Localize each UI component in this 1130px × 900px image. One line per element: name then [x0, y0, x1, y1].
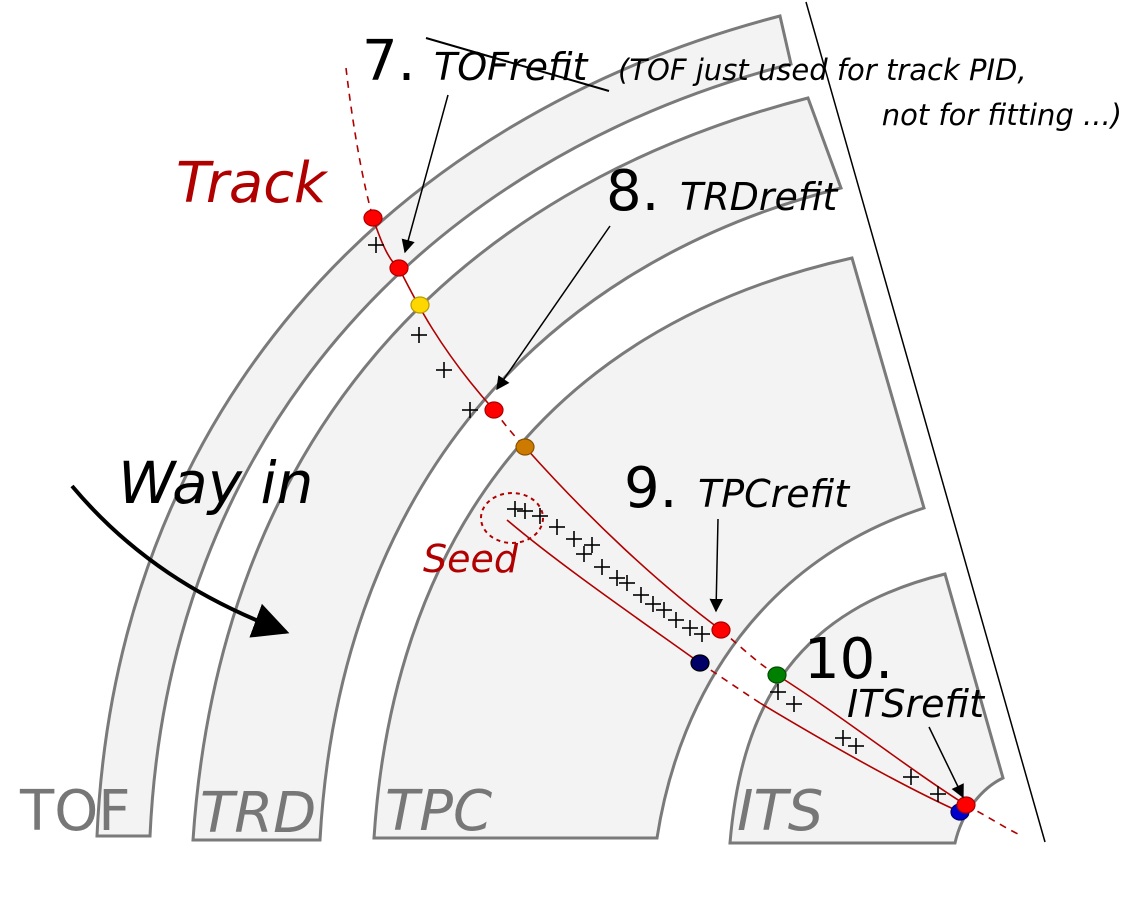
trd-detector	[191, 96, 843, 842]
seed-label: Seed	[423, 537, 519, 581]
cluster-marker	[656, 602, 672, 618]
track-trajectory-its	[776, 674, 967, 806]
cluster-marker	[368, 237, 384, 253]
track-trajectory-outer	[372, 217, 495, 411]
cluster-marker	[584, 537, 600, 553]
sector-boundary-line	[805, 1, 1046, 843]
cluster-marker	[411, 327, 427, 343]
step-10-label: ITSrefit	[847, 682, 986, 726]
strike-through-line	[425, 37, 610, 92]
cluster-marker	[645, 596, 661, 612]
hit-point-tpc-inner	[711, 621, 731, 639]
cluster-marker	[903, 769, 919, 785]
tof-detector	[95, 14, 793, 838]
step-7-note-line1: (TOF just used for track PID,	[618, 53, 1027, 87]
cluster-markers	[368, 237, 946, 802]
step-7-number: 7.	[362, 29, 415, 94]
cluster-marker	[835, 730, 851, 746]
seed-track-inward	[506, 519, 701, 664]
hit-point-its-inner	[956, 796, 976, 814]
step-8-number: 8.	[606, 159, 659, 224]
track-trajectory-tpc	[524, 446, 722, 631]
track-label: Track	[176, 151, 329, 216]
cluster-marker	[549, 519, 565, 535]
cluster-marker	[507, 501, 523, 517]
way-in-label: Way in	[118, 449, 313, 517]
tof-label: TOF	[19, 779, 131, 844]
hit-point-tof-outer	[363, 209, 383, 227]
cluster-marker	[517, 503, 533, 519]
cluster-marker	[576, 546, 592, 562]
cluster-marker	[462, 402, 478, 418]
step-7-label: TOFrefit	[434, 45, 590, 89]
cluster-marker	[436, 362, 452, 378]
hit-point-tpc-outer	[515, 438, 535, 456]
cluster-marker	[633, 587, 649, 603]
tpc-detector	[372, 256, 926, 840]
trd-label: TRD	[200, 781, 316, 846]
step-9-number: 9.	[624, 456, 677, 521]
cluster-marker	[770, 684, 786, 700]
step-7-note-line2: not for fitting ...)	[882, 98, 1122, 132]
step-8-label: TRDrefit	[680, 175, 839, 219]
hit-point-tof-inner	[389, 259, 409, 277]
step-10-pointer-arrow	[928, 726, 964, 799]
step-10-number: 10.	[804, 627, 893, 692]
cluster-marker	[594, 559, 610, 575]
step-9-label: TPCrefit	[698, 472, 851, 516]
seed-track-its	[759, 702, 961, 813]
hit-point-trd-inner	[484, 401, 504, 419]
step-9-pointer-arrow	[709, 518, 724, 613]
cluster-marker	[930, 786, 946, 802]
cluster-marker	[668, 612, 684, 628]
seed-circle	[480, 492, 544, 544]
cluster-marker	[619, 575, 635, 591]
cluster-marker	[786, 696, 802, 712]
hit-point-its-outer	[767, 666, 787, 684]
step-8-pointer-arrow	[496, 225, 611, 391]
tpc-label: TPC	[385, 779, 492, 844]
hit-point-seed-tpc-inner	[690, 654, 710, 672]
track-extrapolation-top	[345, 67, 374, 219]
cluster-marker	[609, 570, 625, 586]
step-7-pointer-arrow	[401, 94, 449, 254]
its-label: ITS	[737, 779, 823, 844]
hit-point-trd-outer	[410, 296, 430, 314]
cluster-marker	[566, 531, 582, 547]
cluster-marker	[532, 508, 548, 524]
cluster-marker	[848, 738, 864, 754]
cluster-marker	[694, 626, 710, 642]
cluster-marker	[682, 620, 698, 636]
way-in-arrow	[70, 484, 290, 638]
